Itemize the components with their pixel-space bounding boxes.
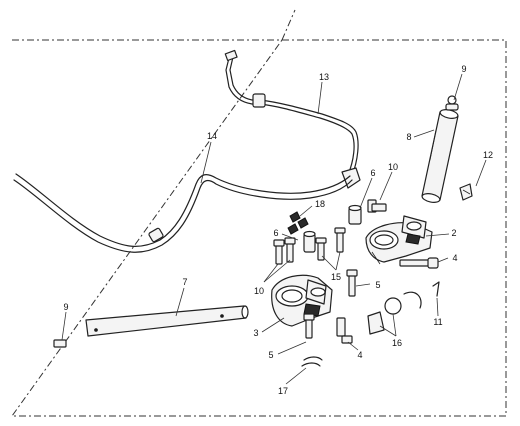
part-12-clip — [459, 183, 473, 201]
part-9-plug-bottom — [53, 339, 67, 348]
callout-13: 13 — [319, 72, 329, 82]
part-7-handlebar — [85, 305, 249, 337]
part-17-wire-clips — [301, 356, 323, 367]
part-2-clamp-right — [365, 215, 433, 265]
callout-10-upper: 10 — [388, 162, 398, 172]
callout-2: 2 — [451, 228, 456, 238]
part-18-screws — [287, 211, 309, 235]
callout-3: 3 — [253, 328, 258, 338]
callout-9-bottom: 9 — [63, 302, 68, 312]
part-6-spacer-lower — [303, 230, 316, 253]
callout-15: 15 — [331, 272, 341, 282]
part-8-reservoir — [421, 109, 459, 203]
callout-11: 11 — [433, 317, 442, 327]
part-11-circlip — [432, 281, 440, 297]
callout-5-mid: 5 — [375, 280, 380, 290]
callout-4-lower: 4 — [357, 350, 362, 360]
part-9-clip-top — [445, 95, 459, 111]
callout-18: 18 — [315, 199, 325, 209]
callout-labels: 13 9 14 8 12 10 6 18 6 2 4 15 7 10 5 9 1… — [63, 64, 493, 396]
part-3-clamp-left — [271, 274, 333, 327]
part-15-studs — [315, 227, 346, 261]
callout-9-top: 9 — [461, 64, 466, 74]
part-6-spacer-upper — [348, 204, 362, 225]
part-5-bolt-mid — [346, 269, 358, 297]
callout-4-right: 4 — [452, 253, 457, 263]
part-4-bolt-right — [399, 257, 439, 269]
callout-16: 16 — [392, 338, 402, 348]
assembly-boundary — [11, 9, 507, 417]
callout-14: 14 — [207, 131, 217, 141]
callout-8: 8 — [406, 132, 411, 142]
callout-5-lower: 5 — [268, 350, 273, 360]
leader-lines — [61, 73, 487, 385]
callout-6-lower: 6 — [273, 228, 278, 238]
part-4-bolt-lower — [336, 317, 353, 344]
callout-6-upper: 6 — [370, 168, 375, 178]
part-5-bolt-lower — [303, 313, 315, 339]
part-16-bushes — [367, 291, 422, 335]
part-10-bolts-lower — [273, 237, 296, 265]
callout-10-lower: 10 — [254, 286, 264, 296]
callout-12: 12 — [483, 150, 493, 160]
callout-17: 17 — [278, 386, 288, 396]
callout-7: 7 — [182, 277, 187, 287]
part-10-bolt-upper — [367, 199, 387, 213]
part-14-hose — [13, 173, 353, 253]
part-13-brake-pipe — [224, 49, 361, 189]
